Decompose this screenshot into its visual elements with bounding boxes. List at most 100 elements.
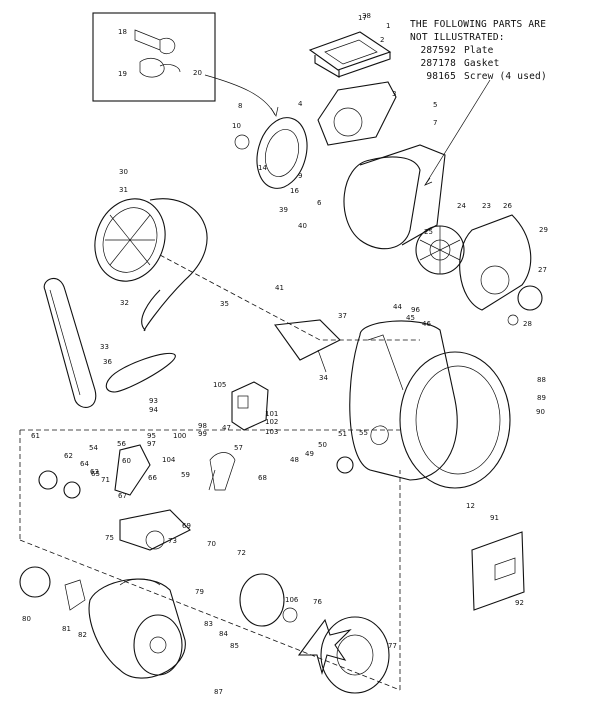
motor-ribs	[119, 578, 161, 586]
part-desc: Screw (4 used)	[464, 71, 547, 82]
lever-68	[209, 452, 236, 491]
drum-baffle	[367, 334, 404, 391]
bracket-82	[64, 579, 86, 611]
motor-shaft-end	[149, 636, 167, 654]
blower-housing	[343, 156, 421, 250]
air-duct	[317, 81, 397, 146]
inset-grommet	[134, 29, 176, 55]
callout-5: 5	[433, 101, 437, 109]
v-belt-33-inner	[49, 289, 81, 396]
callout-36: 36	[103, 358, 112, 366]
part-number: 287178	[420, 58, 456, 69]
blower-housing-77	[320, 616, 390, 694]
part-number: 287592	[420, 45, 456, 56]
callout-33: 33	[100, 343, 109, 351]
callout-59: 59	[181, 471, 190, 479]
note-heading: THE FOLLOWING PARTS ARE NOT ILLUSTRATED:	[410, 19, 547, 43]
callout-1: 1	[386, 22, 390, 30]
motor-front-plate	[239, 573, 285, 627]
callout-49: 49	[305, 450, 314, 458]
pulley-spokes	[105, 214, 155, 266]
callout-73: 73	[168, 537, 177, 545]
note-part-row: 98165 Screw (4 used)	[410, 70, 602, 83]
blower-housing-eye	[336, 634, 374, 676]
callout-93: 93	[149, 397, 158, 405]
callout-31: 31	[119, 186, 128, 194]
callout-66: 66	[148, 474, 157, 482]
bearing-106	[282, 607, 298, 623]
callout-95: 95	[147, 432, 156, 440]
callout-90: 90	[536, 408, 545, 416]
callout-12: 12	[466, 502, 475, 510]
cover-slot	[324, 39, 378, 65]
v-belt-33	[43, 278, 97, 408]
duct-opening	[333, 107, 363, 137]
callout-87: 87	[214, 688, 223, 696]
callout-54: 54	[89, 444, 98, 452]
callout-14: 14	[258, 164, 267, 172]
callout-16: 16	[290, 187, 299, 195]
timer-block	[231, 381, 269, 431]
idler-bracket	[119, 509, 191, 551]
timer-face	[237, 395, 249, 409]
callout-102: 102	[265, 418, 278, 426]
fitting-28	[507, 314, 519, 326]
callout-88: 88	[537, 376, 546, 384]
callout-2: 2	[380, 36, 384, 44]
callout-56: 56	[117, 440, 126, 448]
fan-impeller	[297, 618, 352, 676]
callout-65: 65	[91, 470, 100, 478]
callout-72: 72	[237, 549, 246, 557]
base-chassis-outline	[19, 429, 401, 691]
callout-25: 25	[424, 228, 433, 236]
callout-47: 47	[222, 424, 231, 432]
callout-69: 69	[182, 522, 191, 530]
idler-pulley	[145, 530, 165, 550]
callout-37: 37	[338, 312, 347, 320]
callout-83: 83	[204, 620, 213, 628]
callout-96: 96	[411, 306, 420, 314]
callout-51: 51	[338, 430, 347, 438]
callout-85: 85	[230, 642, 239, 650]
motor-mount-80	[19, 566, 51, 598]
callout-60: 60	[122, 457, 131, 465]
callout-62: 62	[64, 452, 73, 460]
v-belt-36	[105, 352, 176, 393]
drum-belt	[141, 198, 208, 331]
callout-46: 46	[422, 320, 431, 328]
note-arrow	[423, 177, 433, 186]
callout-61: 61	[31, 432, 40, 440]
blower-cover-port	[480, 265, 510, 295]
callout-20: 20	[193, 69, 202, 77]
bracket-54	[114, 444, 151, 496]
note-part-row: 287592 Plate	[410, 44, 602, 57]
part-number: 98165	[426, 71, 456, 82]
drum-pulley	[94, 198, 166, 282]
callout-92: 92	[515, 599, 524, 607]
note-part-row: 287178 Gasket	[410, 57, 602, 70]
pulley-62	[38, 470, 58, 490]
front-bulkhead	[256, 117, 308, 189]
callout-39: 39	[279, 206, 288, 214]
callout-41: 41	[275, 284, 284, 292]
drum-shaft-cone	[274, 319, 341, 361]
inset-seal	[139, 58, 181, 78]
callout-64: 64	[80, 460, 89, 468]
callout-106: 106	[285, 596, 299, 604]
callout-50: 50	[318, 441, 327, 449]
callout-55: 55	[359, 429, 368, 437]
pulley-64	[63, 481, 81, 499]
callout-29: 29	[539, 226, 548, 234]
callout-24: 24	[457, 202, 466, 210]
callout-10: 10	[232, 122, 241, 130]
blower-cover	[459, 214, 532, 311]
callout-91: 91	[490, 514, 499, 522]
pulley-rim	[102, 207, 158, 273]
callout-71: 71	[101, 476, 110, 484]
callout-81: 81	[62, 625, 71, 633]
callout-8: 8	[238, 102, 242, 110]
callout-99: 99	[198, 430, 207, 438]
drum-front-opening	[415, 365, 501, 475]
part-desc: Gasket	[464, 58, 500, 69]
